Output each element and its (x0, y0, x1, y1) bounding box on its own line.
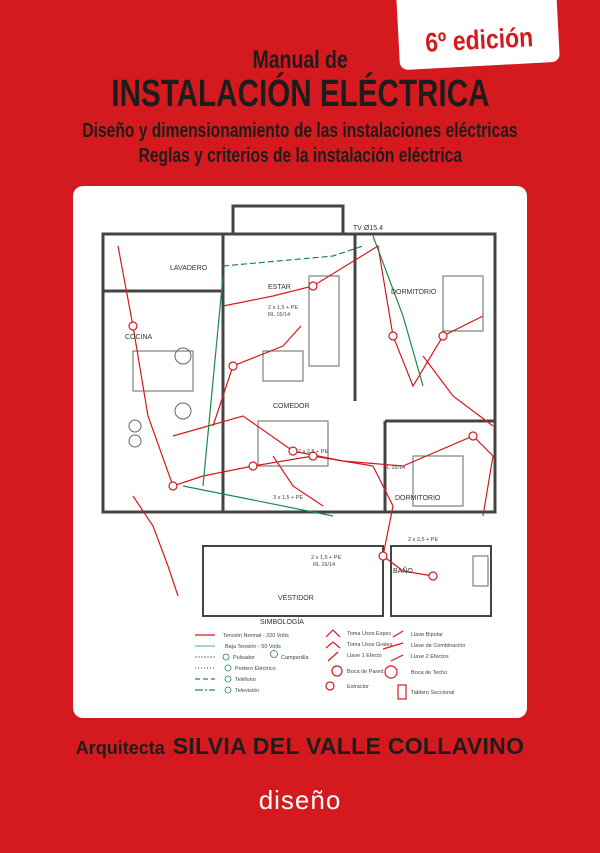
legend-title: SIMBOLOGÍA (260, 617, 304, 626)
title-pre: Manual de (252, 46, 348, 74)
legend-item: Llave de Combinación (411, 643, 465, 649)
wire-label: 2 x 2,5 + PE (408, 537, 438, 543)
legend-item: Portero Eléctrico (235, 666, 276, 672)
legend-item: Llave 1 Efecto (347, 653, 382, 659)
room-label: BAÑO (393, 566, 413, 575)
wire-label: 2 x 2,5 + PE (298, 449, 328, 455)
room-label: LAVADERO (170, 265, 208, 272)
book-title: INSTALACIÓN ELÉCTRICA (110, 73, 490, 115)
wire-label: 2 x 1,5 + PE (311, 555, 341, 561)
tv-label: TV Ø15.4 (353, 225, 383, 232)
legend-item: Baja Tensión - 50 Volts (225, 644, 281, 650)
author-line: Arquitecta SILVIA DEL VALLE COLLAVINO (0, 733, 600, 760)
room-label: DORMITORIO (391, 289, 437, 296)
legend-item: Toma Usos Grales. (347, 642, 394, 648)
floor-plan: LAVADERO ESTAR DORMITORIO COCINA COMEDOR… (101, 204, 497, 700)
subtitle-1: Diseño y dimensionamiento de las instala… (82, 120, 518, 142)
room-label: DORMITORIO (395, 495, 441, 502)
legend-item: Llave Bipolar (411, 632, 443, 638)
room-label: VESTIDOR (278, 595, 314, 602)
legend-item: Llave 2 Efectos (411, 654, 449, 660)
publisher-logo: diseño (258, 785, 342, 815)
legend-item: Tensión Normal - 220 Volts (223, 633, 289, 639)
author-name: SILVIA DEL VALLE COLLAVINO (172, 733, 525, 759)
wire-label: RL 16/14 (313, 562, 335, 568)
wire-label: 2 x 1,5 + PE (268, 305, 298, 311)
legend-item: Toma Usos Espec. (347, 631, 393, 637)
floor-plan-panel: LAVADERO ESTAR DORMITORIO COCINA COMEDOR… (73, 186, 527, 718)
room-label: ESTAR (268, 284, 291, 291)
legend-item: Boca de Techo (411, 670, 447, 676)
legend-item: Televisión (235, 688, 259, 694)
legend-item: Campanilla (281, 655, 309, 661)
wire-label: 3 x 1,5 + PE (273, 495, 303, 501)
legend-item: Tablero Seccional (411, 690, 454, 696)
legend-item: Teléfono (235, 677, 256, 683)
room-label: COMEDOR (273, 403, 310, 410)
author-prefix: Arquitecta (75, 738, 165, 758)
legend-item: Pulsador (233, 655, 255, 661)
wire-label: RL 16/14 (383, 465, 405, 471)
subtitle-2: Reglas y criterios de la instalación elé… (138, 145, 462, 167)
legend-item: Boca de Pared (347, 669, 383, 675)
wire-label: RL 16/14 (268, 312, 290, 318)
room-label: COCINA (125, 334, 153, 341)
legend-item: Extractor (347, 684, 369, 690)
